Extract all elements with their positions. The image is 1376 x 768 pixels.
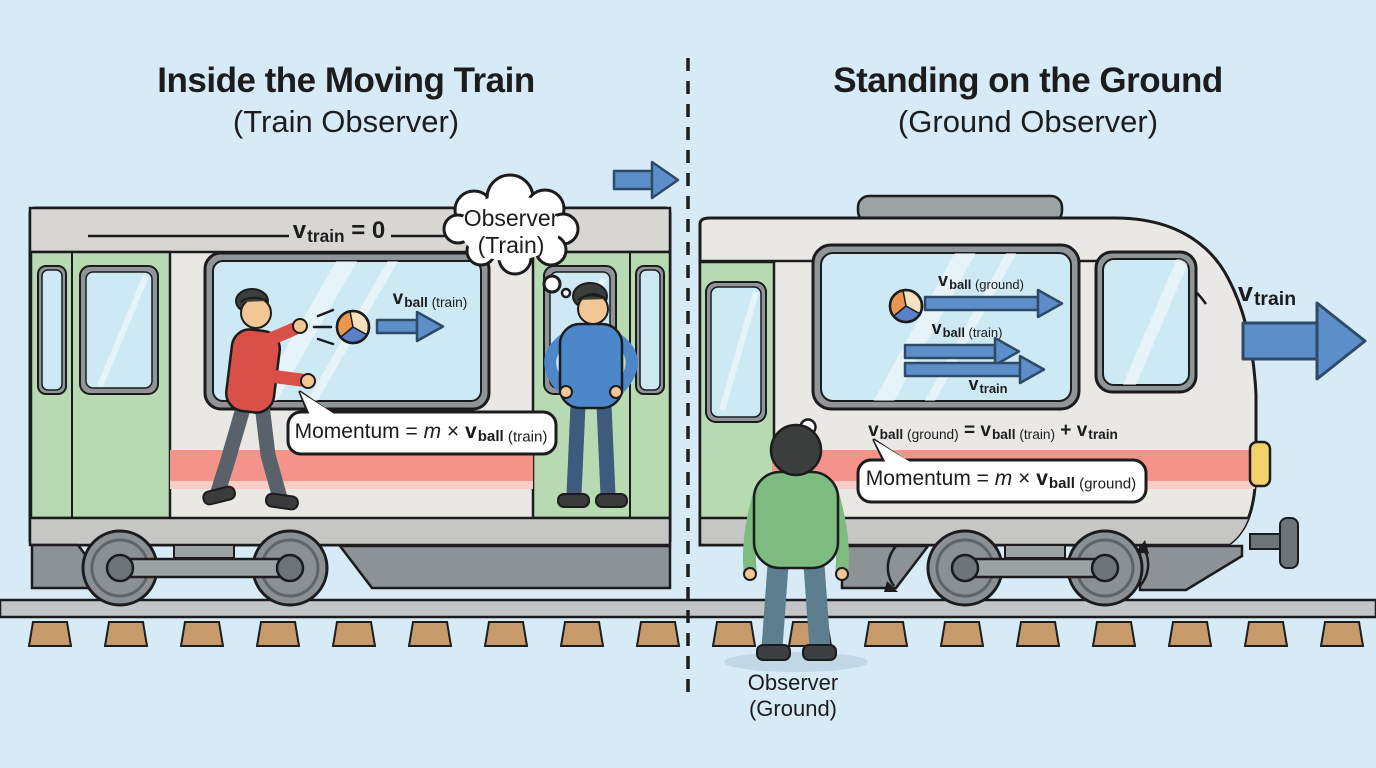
right-panel-title: Standing on the Ground	[833, 61, 1223, 100]
momentum-label-right: Momentum = m × vball (ground)	[865, 467, 1137, 493]
left-train-bogie	[30, 529, 672, 607]
throw-motion-lines	[312, 308, 335, 346]
arrow-train	[903, 354, 1046, 385]
direction-arrow-top	[612, 160, 680, 200]
velocity-arrow-ball-left	[375, 310, 445, 343]
thought-trail-circle	[542, 274, 562, 294]
arrow-ball-train	[903, 336, 1021, 367]
ground-observer-label-line2: (Ground)	[748, 696, 838, 721]
arrow-ball-ground	[923, 288, 1064, 319]
train-velocity-label: vtrain	[1237, 277, 1297, 311]
ball-left	[335, 309, 371, 345]
ball-velocity-label-left: vball (train)	[392, 288, 468, 310]
window-label-ball-train: vball (train)	[931, 318, 1003, 340]
wheel-rotation-arrows	[884, 540, 1150, 592]
right-panel-subtitle: (Ground Observer)	[897, 104, 1159, 139]
coupler-bar	[1249, 533, 1285, 550]
left-panel-subtitle: (Train Observer)	[232, 104, 460, 139]
train-velocity-arrow	[1241, 301, 1367, 381]
window-velocity-arrows	[903, 288, 1064, 385]
ball-right	[888, 288, 924, 324]
ground-observer-figure	[724, 423, 868, 672]
coupler-knob	[1279, 517, 1299, 569]
speech-bubble-right	[856, 438, 1148, 504]
speech-bubble-left	[286, 390, 558, 456]
observer-shadow	[724, 652, 868, 672]
ground-observer-label-line1: Observer	[747, 670, 839, 695]
headlight	[1248, 440, 1272, 488]
thought-trail-circle	[560, 287, 572, 299]
thrower-figure	[202, 288, 316, 511]
left-panel-title: Inside the Moving Train	[157, 61, 535, 100]
window-label-train: vtrain	[968, 374, 1008, 396]
thought-cloud-line1: Observer	[463, 205, 559, 231]
thought-cloud	[442, 173, 580, 299]
right-train-front-window	[1094, 250, 1198, 394]
right-train-bogie	[840, 517, 1299, 607]
train-observer-figure	[544, 282, 638, 508]
train-speed-label: vtrain = 0	[292, 217, 386, 246]
velocity-equation: vball (ground) = vball (train) + vtrain	[868, 420, 1118, 442]
thought-cloud-line2: (Train)	[477, 232, 545, 258]
window-label-ball-ground: vball (ground)	[938, 270, 1024, 292]
momentum-label-left: Momentum = m × vball (train)	[294, 420, 548, 446]
